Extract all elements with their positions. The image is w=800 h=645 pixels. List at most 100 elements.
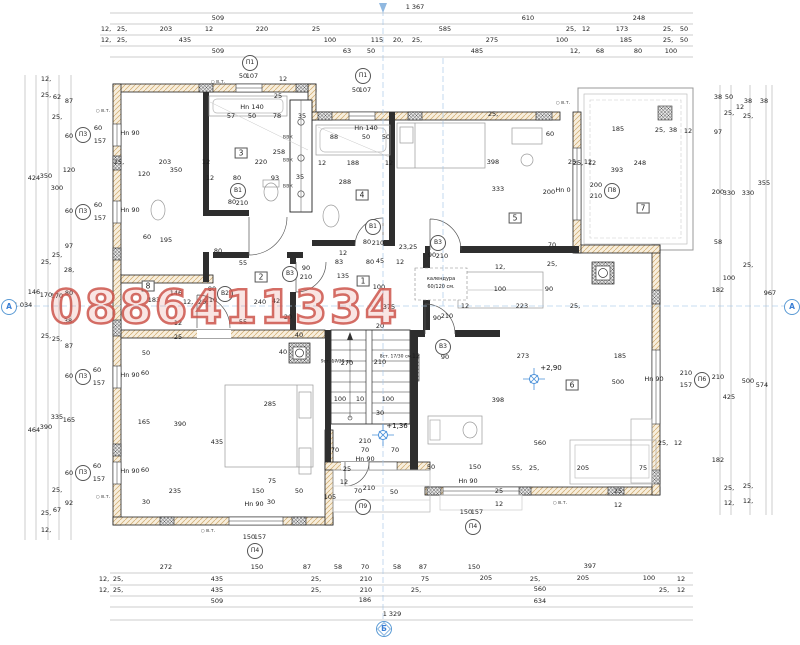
dim-label: 25,: [487, 110, 499, 118]
dim-label: 150: [242, 533, 256, 541]
dim-label: 12: [338, 249, 348, 257]
dim-label: 157: [679, 381, 693, 389]
dim-label: 12: [583, 158, 593, 166]
dim-label: 38: [713, 93, 723, 101]
room-number: 8: [141, 280, 155, 292]
dim-label: 38,: [63, 317, 75, 325]
dim-label: 435: [210, 438, 224, 446]
dim-label: 80: [362, 238, 372, 246]
dim-label: 25,: [40, 509, 52, 517]
dim-label: 424: [27, 174, 41, 182]
dim-label: 397: [583, 562, 597, 570]
dim-label: 25,: [529, 575, 541, 583]
dim-label: 203: [158, 158, 172, 166]
dim-label: 25: [173, 333, 183, 341]
dim-label: 25,: [723, 484, 735, 492]
dim-label: 25,: [528, 464, 540, 472]
dim-label: 105: [323, 493, 337, 501]
dim-label: 610: [521, 14, 535, 22]
dim-label: 223: [515, 302, 529, 310]
dim-label: 165: [137, 418, 151, 426]
dim-label: в.т.: [553, 500, 567, 506]
dim-label: ВВК: [282, 184, 294, 190]
dim-label: 25,: [654, 126, 666, 134]
opening-tag: В3: [282, 266, 298, 282]
dim-label: 50: [426, 463, 436, 471]
desk-room6: [427, 415, 483, 445]
dim-label: 220: [254, 158, 268, 166]
dim-label: 195: [159, 236, 173, 244]
dim-label: 8ст. 17/30 см.: [379, 354, 413, 360]
dim-label: 23,25: [398, 243, 418, 251]
dim-label: 210: [362, 484, 376, 492]
dim-label: 92: [64, 499, 74, 507]
dim-label: 210: [204, 296, 218, 304]
dim-label: 398: [486, 158, 500, 166]
dim-label: 70: [353, 487, 363, 495]
dim-label: 25,: [113, 158, 125, 166]
dim-label: 80: [227, 198, 237, 206]
dim-label: 509: [211, 14, 225, 22]
dim-label: 60: [140, 369, 150, 377]
dim-label: 68: [595, 47, 605, 55]
dim-label: 45: [375, 257, 385, 265]
dim-label: 560: [533, 585, 547, 593]
dim-label: 120: [137, 170, 151, 178]
dim-label: 390: [173, 420, 187, 428]
dim-label: 38: [759, 97, 769, 105]
dim-label: 288: [338, 178, 352, 186]
cupboard-room6: [569, 439, 657, 485]
dimension-lines: [24, 12, 773, 621]
opening-tag: П3: [75, 127, 91, 143]
dim-label: 509: [211, 47, 225, 55]
dim-label: 50: [294, 487, 304, 495]
dim-label: 157: [253, 533, 267, 541]
dim-label: 58: [713, 238, 723, 246]
dim-label: 60: [93, 201, 103, 209]
dim-label: 12,: [742, 497, 754, 505]
bathtub-room4: [315, 124, 391, 156]
dim-label: 634: [533, 597, 547, 605]
dim-label: 355: [757, 179, 771, 187]
dim-label: 25,: [742, 482, 754, 490]
dim-label: 273: [516, 352, 530, 360]
opening-tag: В2: [217, 286, 233, 302]
dim-label: Hn 90: [244, 500, 264, 508]
dim-label: 12: [587, 159, 597, 167]
dim-label: 150: [459, 508, 473, 516]
dim-label: +2,90: [540, 364, 562, 372]
dim-label: 210: [373, 358, 387, 366]
axis-label: Б: [381, 624, 387, 633]
dim-label: 25,: [742, 112, 754, 120]
dim-label: 258: [272, 148, 286, 156]
dim-label: 100: [664, 47, 678, 55]
dim-label: 88: [329, 133, 339, 141]
dim-label: 62: [52, 93, 62, 101]
dim-label: 12,: [723, 499, 735, 507]
dim-label: 55,: [511, 464, 523, 472]
dim-label: 12: [673, 439, 683, 447]
dim-label: 185: [619, 36, 633, 44]
dim-label: 210: [359, 586, 373, 594]
room-number: 7: [636, 202, 650, 214]
dim-label: 967: [763, 289, 777, 297]
dim-label: 90: [301, 264, 311, 272]
dim-label: 25,: [567, 158, 579, 166]
dim-label: 60: [64, 469, 74, 477]
room-number: 5: [508, 212, 522, 224]
dim-label: 12: [411, 352, 421, 360]
dim-label: 157: [92, 475, 106, 483]
dim-label: 12: [613, 501, 623, 509]
dim-label: 63: [342, 47, 352, 55]
dim-label: Hn 90: [355, 455, 375, 463]
dim-label: 38: [743, 97, 753, 105]
dim-label: 50: [141, 349, 151, 357]
dim-label: Hn 90: [644, 375, 664, 383]
dim-label: 50: [351, 86, 361, 94]
dim-label: Hn 90: [120, 206, 140, 214]
dim-label: 50: [238, 72, 248, 80]
dim-label: 100: [381, 395, 395, 403]
dim-label: 35: [295, 173, 305, 181]
dim-label: Hn 90: [120, 467, 140, 475]
